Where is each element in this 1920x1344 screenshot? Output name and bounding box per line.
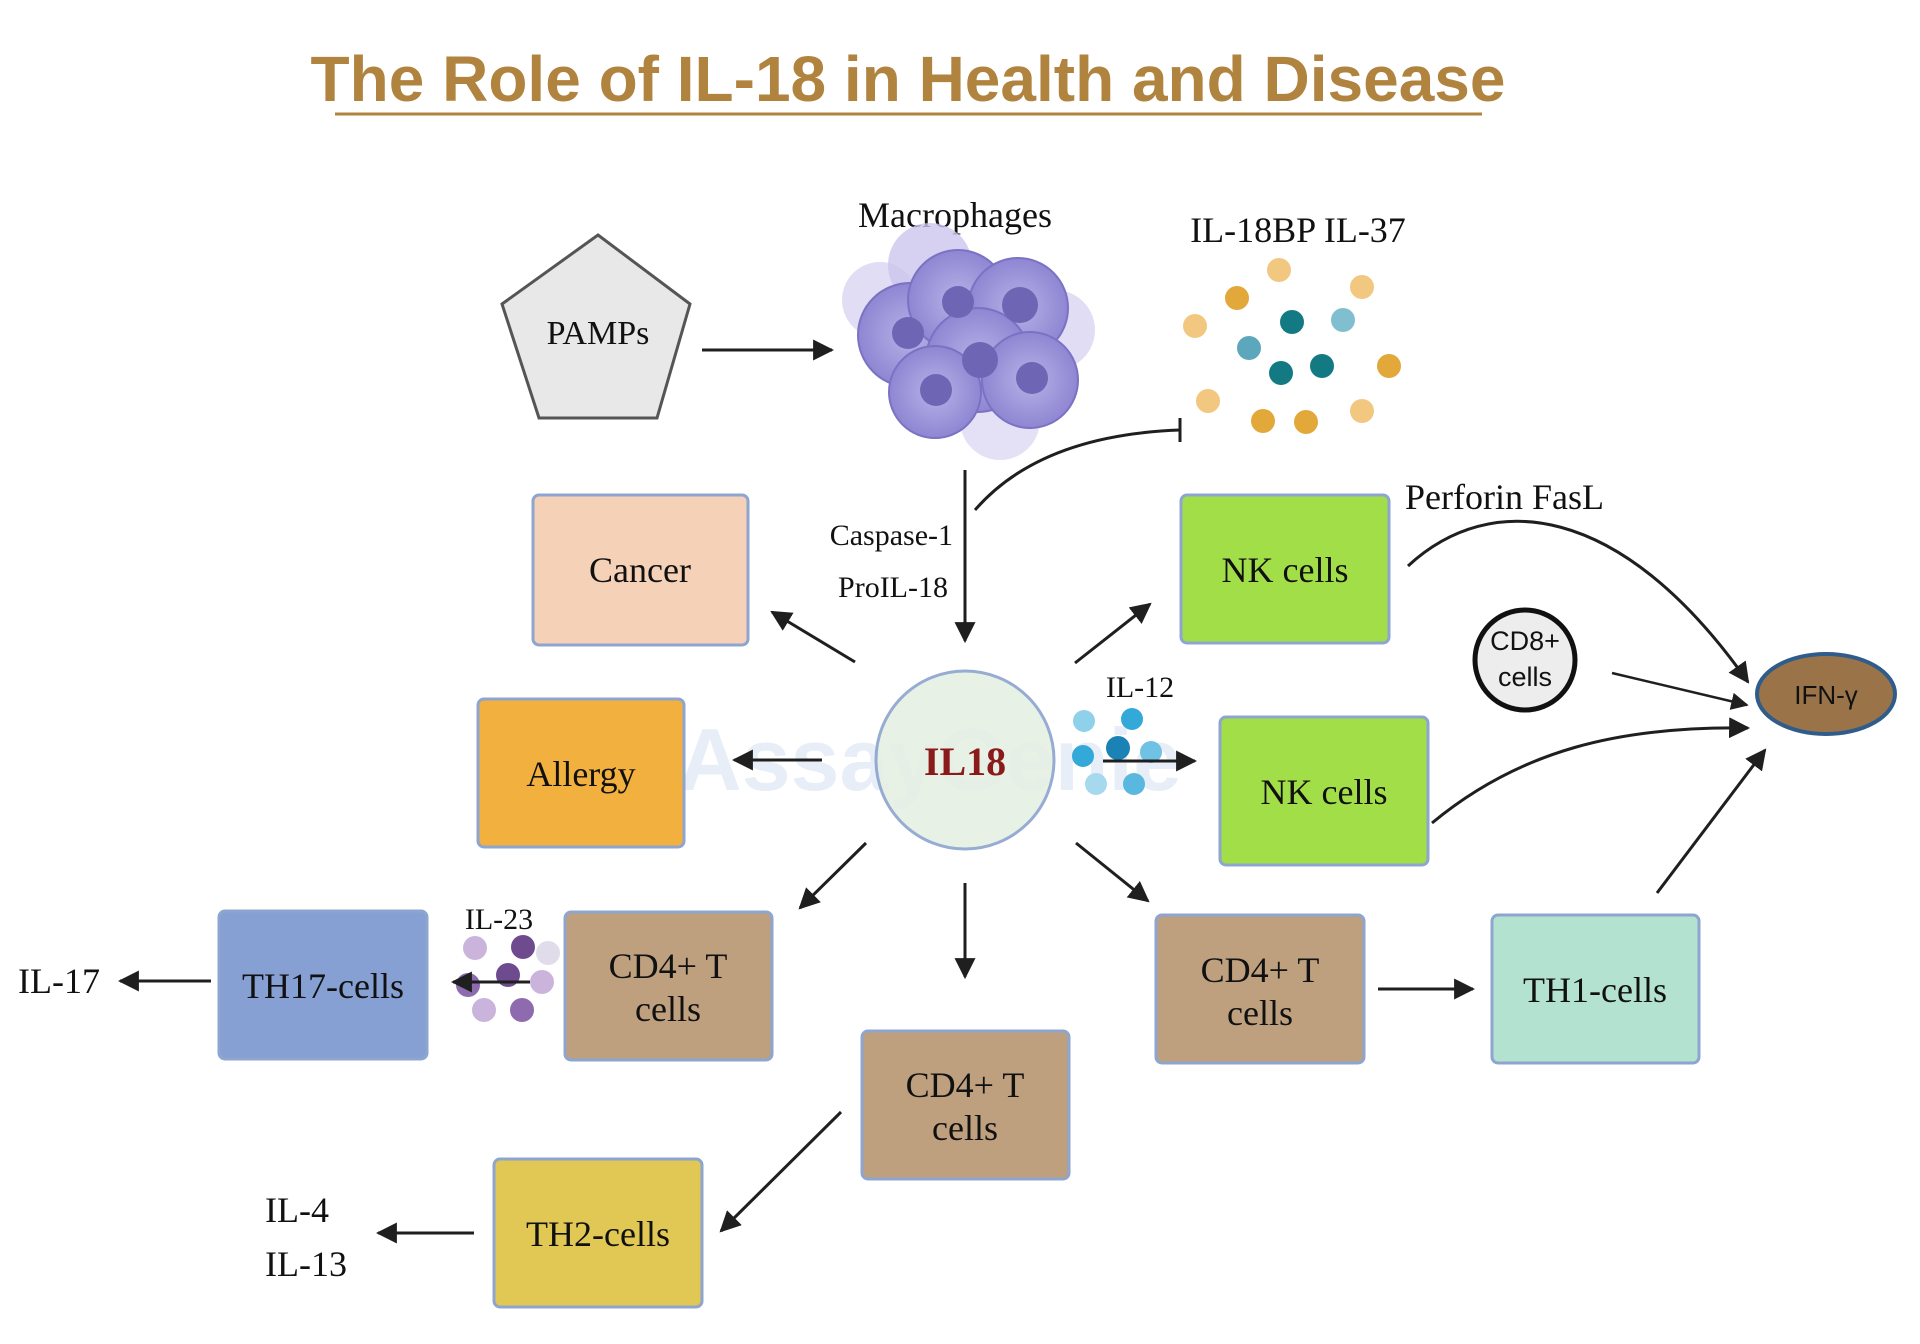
cd4-right-label-line2: cells (1227, 993, 1293, 1033)
diagram-title: The Role of IL-18 in Health and Disease (311, 43, 1506, 115)
macrophages-label: Macrophages (858, 195, 1052, 235)
cd4-left-box (563, 910, 774, 1062)
il18-circle (874, 669, 1056, 851)
arrow-il18-to-nk-top (1074, 602, 1152, 665)
arrow-il18-to-cd4-right (1075, 841, 1150, 903)
arrow-th1-to-ifn (1655, 748, 1767, 894)
th17-box (217, 909, 429, 1061)
il12-particles-icon (1072, 708, 1162, 795)
cd4-mid-box (860, 1029, 1071, 1181)
th1-box (1490, 913, 1701, 1065)
cd8-cells-label-line1: CD8+ (1490, 626, 1560, 656)
arrow-nk-top-to-ifn (1406, 519, 1750, 684)
il13-label: IL-13 (265, 1244, 347, 1284)
il12-label: IL-12 (1106, 671, 1174, 704)
caspase-label: Caspase-1 (830, 519, 953, 552)
arrow-cd8-to-ifn (1611, 671, 1749, 710)
macrophage-cluster-icon (842, 223, 1095, 460)
cd4-left-label-line2: cells (635, 989, 701, 1029)
cd4-mid-label-line1: CD4+ T (906, 1065, 1025, 1105)
cancer-label: Cancer (589, 550, 691, 590)
arrow-cd4-mid-to-th2 (719, 1110, 843, 1233)
perforin-label: Perforin FasL (1405, 477, 1604, 517)
arrow-il18-to-cancer (770, 610, 856, 664)
th2-box (492, 1157, 704, 1309)
inhibitors-label: IL-18BP IL-37 (1190, 210, 1406, 250)
th17-label: TH17-cells (242, 966, 404, 1006)
ifn-gamma-ellipse (1755, 652, 1897, 736)
cd8-cells-label-line2: cells (1498, 662, 1552, 692)
nk-cells-top-label: NK cells (1222, 550, 1349, 590)
cancer-box (531, 493, 750, 647)
cd4-right-box (1154, 913, 1366, 1065)
cd4-right-label-line1: CD4+ T (1201, 950, 1320, 990)
cd8-cells-circle (1472, 607, 1578, 713)
inhibition-curve (973, 428, 1181, 511)
il4-label: IL-4 (265, 1190, 329, 1230)
il17-label: IL-17 (18, 961, 100, 1001)
inhibitor-particles-icon (1183, 258, 1401, 434)
nk-cells-top-box (1179, 493, 1391, 645)
pamps-label: PAMPs (547, 315, 650, 352)
th2-label: TH2-cells (526, 1214, 670, 1254)
cd4-left-label-line1: CD4+ T (609, 946, 728, 986)
proil18-label: ProIL-18 (838, 571, 948, 604)
ifn-gamma-label: IFN-γ (1794, 680, 1858, 710)
allergy-box (476, 697, 686, 849)
pamps-pentagon (500, 233, 692, 420)
il23-label: IL-23 (465, 903, 533, 936)
th1-label: TH1-cells (1523, 970, 1667, 1010)
il18-label: IL18 (924, 739, 1006, 784)
il23-particles-icon (456, 935, 560, 1022)
allergy-label: Allergy (526, 754, 635, 794)
arrow-nk-bottom-to-ifn (1431, 717, 1751, 825)
cd4-mid-label-line2: cells (932, 1108, 998, 1148)
nk-cells-bottom-label: NK cells (1261, 772, 1388, 812)
arrow-il18-to-cd4-left (798, 841, 868, 910)
nk-cells-bottom-box (1218, 715, 1430, 867)
